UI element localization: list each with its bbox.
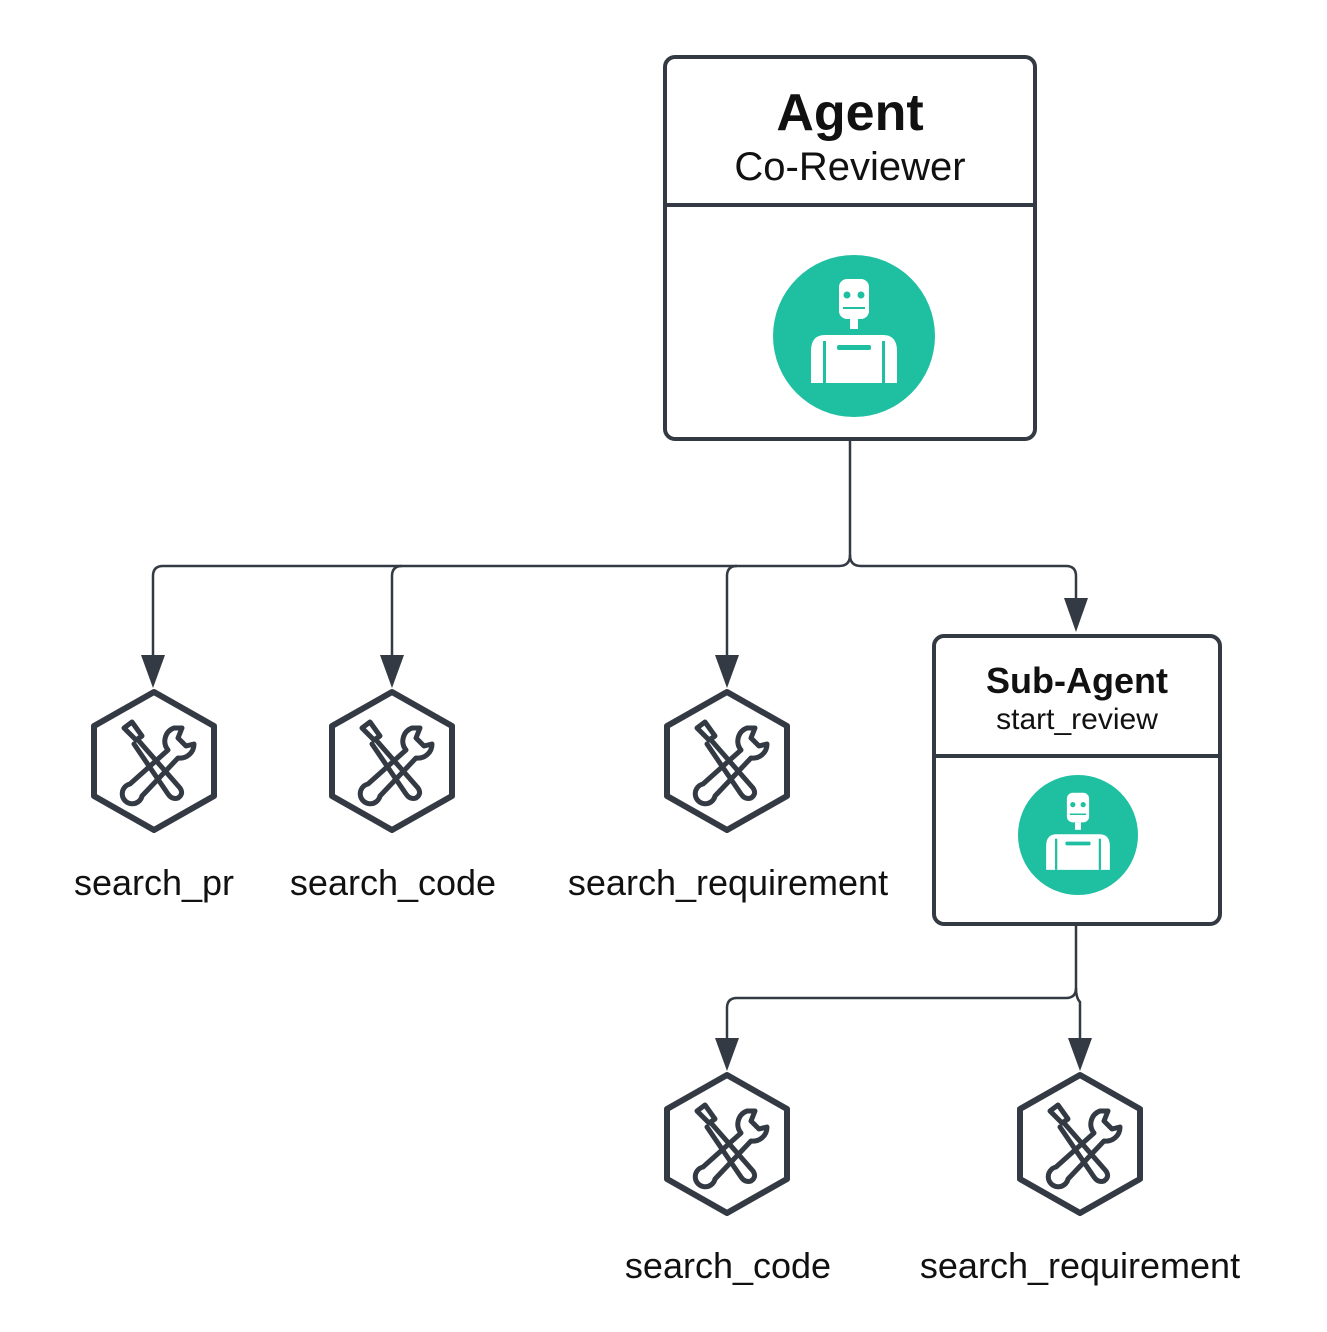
agent-subtitle: Co-Reviewer	[734, 145, 966, 189]
sub-tool-label-search-requirement: search_requirement	[919, 1245, 1241, 1286]
connector-to-sub-agent	[848, 554, 1078, 600]
arrowhead	[715, 655, 739, 688]
connector-to-sub-search-requirement	[1074, 987, 1082, 1040]
tool-label-search-pr: search_pr	[73, 862, 235, 903]
arrowhead	[715, 1038, 739, 1071]
connector-to-search-code	[390, 564, 403, 655]
tool-node-search-requirement[interactable]	[663, 688, 791, 834]
tools-hexagon-icon	[91, 689, 217, 833]
connector-to-search-requirement	[725, 564, 738, 655]
connector-agent-trunk	[151, 440, 852, 655]
arrowhead	[1064, 598, 1088, 632]
tools-hexagon-icon	[329, 689, 455, 833]
sub-agent-card-header: Sub-Agent start_review	[936, 638, 1218, 758]
tools-hexagon-icon	[1017, 1072, 1143, 1216]
arrowhead	[1068, 1038, 1092, 1071]
connector-sub-trunk	[725, 925, 1078, 1040]
arrowhead	[141, 655, 165, 688]
sub-tool-node-search-code[interactable]	[663, 1071, 791, 1217]
sub-tool-node-search-requirement[interactable]	[1016, 1071, 1144, 1217]
tool-label-search-code: search_code	[289, 862, 497, 903]
robot-icon	[1018, 775, 1138, 895]
agent-title: Agent	[776, 84, 924, 142]
tool-label-search-requirement: search_requirement	[567, 862, 889, 903]
tools-hexagon-icon	[664, 689, 790, 833]
tools-hexagon-icon	[664, 1072, 790, 1216]
sub-tool-label-search-code: search_code	[624, 1245, 832, 1286]
robot-icon	[773, 255, 935, 417]
sub-agent-title: Sub-Agent	[986, 660, 1168, 701]
agent-card-header: Agent Co-Reviewer	[667, 59, 1033, 207]
sub-agent-card[interactable]: Sub-Agent start_review	[932, 634, 1222, 926]
tool-node-search-code[interactable]	[328, 688, 456, 834]
arrowhead	[380, 655, 404, 688]
sub-agent-subtitle: start_review	[996, 703, 1158, 736]
tool-node-search-pr[interactable]	[90, 688, 218, 834]
agent-card[interactable]: Agent Co-Reviewer	[663, 55, 1037, 441]
